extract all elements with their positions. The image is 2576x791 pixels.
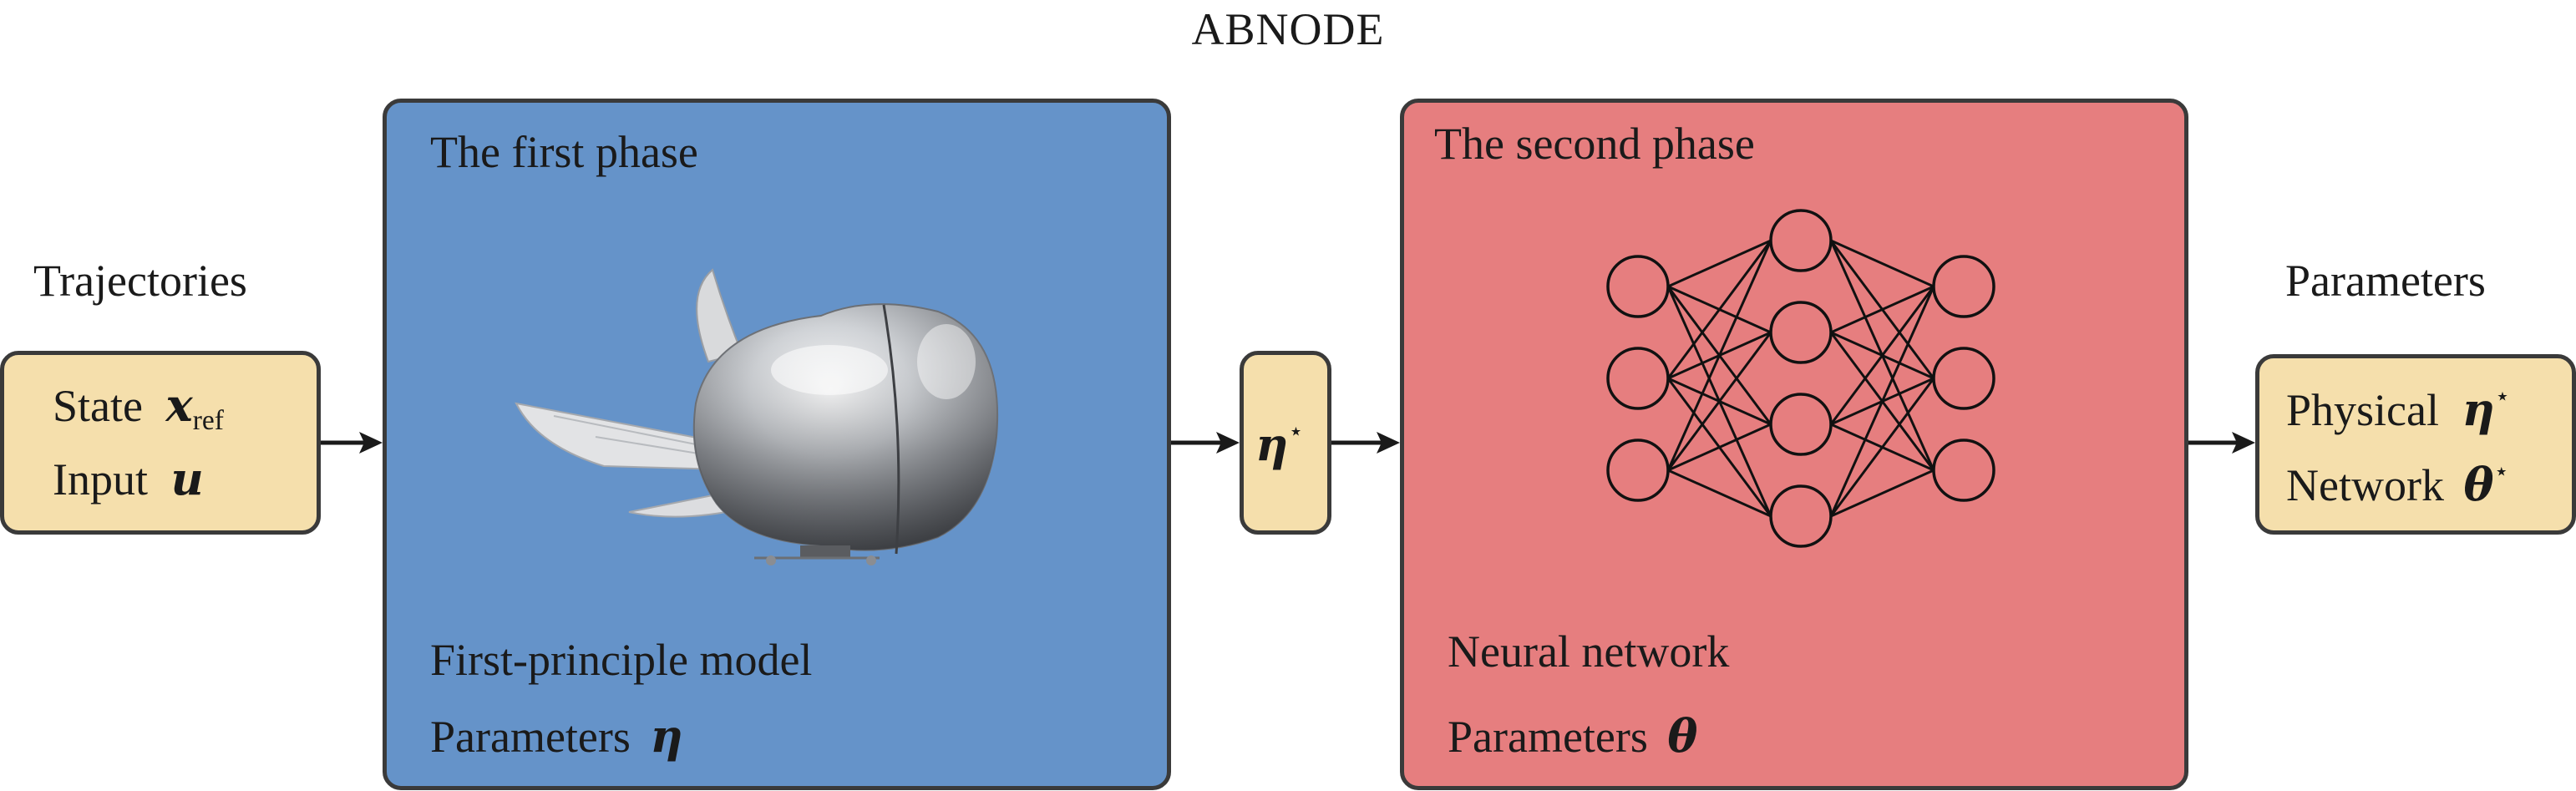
nn-edge <box>1666 240 1772 471</box>
nn-node-layer1-3 <box>1606 439 1670 502</box>
input-trajectories-box: State xref Input u <box>0 351 321 535</box>
physical-label: Physical <box>2286 385 2439 436</box>
nn-node-layer3-1 <box>1932 255 1995 318</box>
physical-line: Physical η⋆ <box>2286 382 2510 436</box>
nn-edge <box>1829 378 1935 517</box>
nn-edge <box>1666 332 1772 471</box>
second-phase-title: The second phase <box>1434 119 1755 169</box>
nn-edge <box>1830 239 1935 288</box>
output-parameters-box: Physical η⋆ Network θ⋆ <box>2255 354 2576 535</box>
airship-blimp-image <box>515 268 999 565</box>
second-phase-box: The second phase Neural network Paramete… <box>1400 99 2188 790</box>
nn-node-layer3-3 <box>1932 439 1995 502</box>
nn-node-layer3-2 <box>1932 347 1995 410</box>
state-label: State <box>53 381 143 431</box>
neural-network-label: Neural network <box>1448 626 1730 677</box>
nn-edge <box>1667 239 1772 288</box>
network-line: Network θ⋆ <box>2286 457 2509 511</box>
nn-node-layer2-1 <box>1769 209 1833 272</box>
first-phase-title: The first phase <box>430 127 698 177</box>
state-subscript: ref <box>192 405 224 437</box>
input-symbol: u <box>170 452 204 505</box>
nn-node-layer2-2 <box>1769 301 1833 364</box>
state-symbol: x <box>165 378 193 432</box>
arrow-phase2-to-output <box>2188 432 2255 454</box>
network-star: ⋆ <box>2493 459 2510 485</box>
nn-edge <box>1829 286 1935 517</box>
arrow-phase1-to-eta <box>1171 432 1240 454</box>
nn-node-layer2-3 <box>1769 393 1833 456</box>
phase1-params-line: Parameters η <box>430 709 683 763</box>
arrow-eta-to-phase2 <box>1331 432 1400 454</box>
first-principle-model-label: First-principle model <box>430 635 813 685</box>
nn-edge <box>1830 469 1935 518</box>
nn-edge <box>1829 286 1935 425</box>
eta-star-box: η⋆ <box>1240 351 1331 535</box>
parameters-heading: Parameters <box>2285 256 2486 306</box>
neural-network-icon <box>1606 209 1995 548</box>
nn-edge <box>1830 285 1935 334</box>
phase1-params-label: Parameters <box>430 712 631 762</box>
arrow-input-to-phase1 <box>321 432 383 454</box>
physical-star: ⋆ <box>2494 383 2511 410</box>
phase2-params-label: Parameters <box>1448 712 1648 762</box>
nn-node-layer1-1 <box>1606 255 1670 318</box>
phase2-params-symbol: θ <box>1667 709 1698 763</box>
input-line: Input u <box>53 452 204 505</box>
eta-star-superscript: ⋆ <box>1288 418 1304 445</box>
trajectories-heading: Trajectories <box>33 256 247 306</box>
eta-star-label: η⋆ <box>1255 417 1304 471</box>
phase1-params-symbol: η <box>650 709 683 763</box>
first-phase-box: The first phase <box>383 99 1171 790</box>
eta-star-symbol: η <box>1255 418 1289 472</box>
network-symbol: θ <box>2463 458 2494 512</box>
nn-edge <box>1667 423 1772 472</box>
state-line: State xref <box>53 378 224 437</box>
diagram-title: ABNODE <box>1191 4 1385 54</box>
input-label: Input <box>53 454 148 505</box>
nn-node-layer2-4 <box>1769 484 1833 548</box>
physical-symbol: η <box>2462 383 2495 437</box>
network-label: Network <box>2286 460 2444 511</box>
nn-edge <box>1666 240 1772 379</box>
nn-node-layer1-2 <box>1606 347 1670 410</box>
nn-edge <box>1667 469 1772 518</box>
phase2-params-line: Parameters θ <box>1448 709 1697 763</box>
